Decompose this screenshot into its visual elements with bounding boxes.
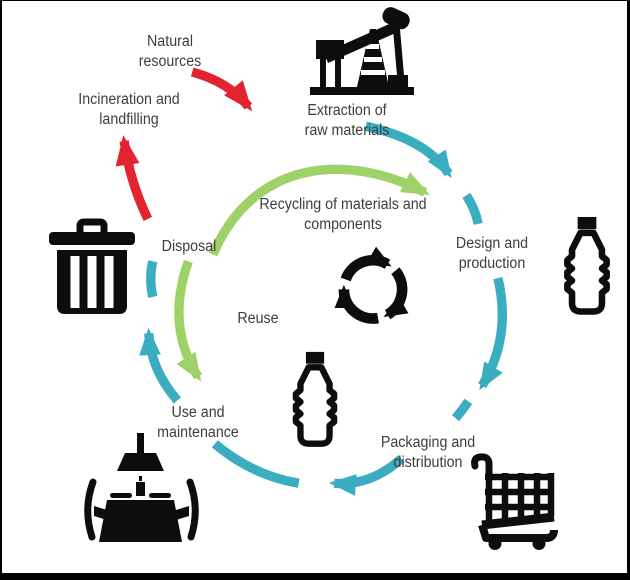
oil-pump-jack-icon [310,7,414,95]
red-arrows [115,67,253,222]
arrow-packaging-to-use-dash [211,440,300,488]
arrow-use-to-disposal [139,327,181,404]
plastic-bottle-center-icon [292,351,338,447]
lifecycle-teal-arcs [139,121,507,496]
arrow-design-to-packaging [478,277,507,391]
arrow-disposal-to-incineration [115,135,153,222]
flow-arrows-layer [115,67,507,496]
shopping-cart-icon [471,453,558,550]
arrow-natural-to-extraction [190,67,253,112]
label-incineration-landfilling: Incineration and landfilling [78,91,180,128]
label-disposal: Disposal [161,238,217,255]
label-design-production: Design and production [455,235,529,272]
arrow-packaging-to-use [328,455,405,496]
trash-can-icon [49,218,135,314]
green-loop-arrows [174,164,430,382]
arrow-recycling-loop [208,164,430,257]
arrow-reuse-loop [174,259,203,382]
label-extraction-raw-materials: Extraction of raw materials [304,102,390,139]
arrow-extraction-to-design [364,121,453,179]
arrow-extraction-to-design-dash [462,192,483,225]
plastic-bottle-right-icon [564,216,610,315]
label-reuse: Reuse [237,310,279,327]
dining-table-icon [84,433,199,542]
label-recycling-of-materials: Recycling of materials and components [259,196,427,233]
label-use-maintenance: Use and maintenance [157,404,239,441]
arrow-design-to-packaging-dash [451,398,473,422]
label-natural-resources: Natural resources [138,33,202,70]
arrow-use-to-disposal-dash [146,260,158,298]
label-packaging-distribution: Packaging and distribution [380,434,476,471]
recycling-symbol-icon [334,246,409,324]
